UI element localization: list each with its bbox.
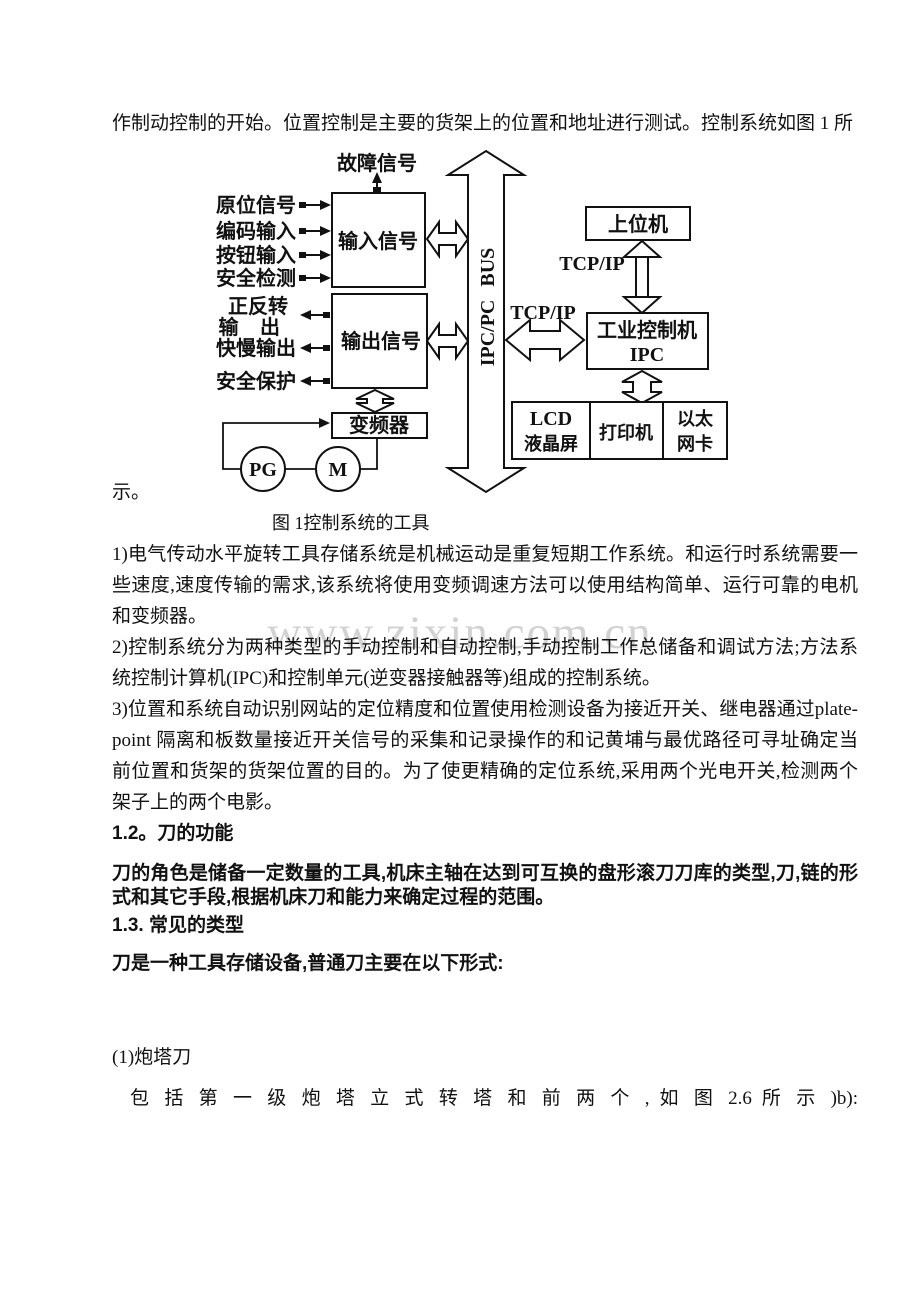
control-system-diagram: 故障信号 输入信号 原位信号 编码输入 按钮输入 xyxy=(216,149,728,494)
paragraph-tool-role: 刀的角色是储备一定数量的工具,机床主轴在达到可互换的盘形滚刀刀库的类型,刀,链的… xyxy=(112,863,858,908)
tcpip-top-label: TCP/IP xyxy=(559,253,625,275)
output-signal-box xyxy=(331,293,428,389)
output-bus-arrow xyxy=(425,320,470,362)
paragraph-turret: (1)炮塔刀 xyxy=(112,1047,192,1068)
output-label-safety-protect: 安全保护 xyxy=(216,369,296,393)
ipc-label: IPC xyxy=(630,344,664,366)
paragraph-tool-types: 刀是一种工具存储设备,普通刀主要在以下形式: xyxy=(112,953,504,974)
paragraph-2: 2)控制系统分为两种类型的手动控制和自动控制,手动控制工作总储备和调试方法;方法… xyxy=(112,637,858,689)
input-signal-label: 输入信号 xyxy=(338,229,418,253)
pg-label: PG xyxy=(249,459,277,481)
inverter-box xyxy=(331,412,428,439)
input-bus-arrow xyxy=(425,218,470,260)
heading-1-2: 1.2。刀的功能 xyxy=(112,823,234,844)
output-label-speed: 快慢输出 xyxy=(216,336,296,360)
motor-feedback-loop xyxy=(222,418,378,470)
shi-line: 示。 xyxy=(112,482,151,503)
paragraph-3: 3)位置和系统自动识别网站的定位精度和位置使用检测设备为接近开关、继电器通过pl… xyxy=(112,699,858,813)
input-label-home: 原位信号 xyxy=(216,193,296,217)
inverter-label: 变频器 xyxy=(349,413,410,437)
output-inverter-arrow xyxy=(355,388,395,414)
paragraph-1: 1)电气传动水平旋转工具存储系统是机械运动是重复短期工作系统。和运行时系统需要一… xyxy=(112,544,858,627)
ipc-peripherals-arrow xyxy=(621,369,663,405)
pg-encoder-circle xyxy=(240,446,286,492)
ethernet-label-2: 网卡 xyxy=(677,433,713,454)
watermark-text: www.zixin.com.cn xyxy=(267,607,653,659)
input-label-button: 按钮输入 xyxy=(216,243,296,267)
motor-label: M xyxy=(329,459,348,481)
figure-caption: 图 1控制系统的工具 xyxy=(272,513,430,533)
intro-line: 作制动控制的开始。位置控制是主要的货架上的位置和地址进行测试。控制系统如图 1 … xyxy=(112,113,854,134)
paragraph-include: 包 括 第 一 级 炮 塔 立 式 转 塔 和 前 两 个 , 如 图 2.6 … xyxy=(130,1088,858,1109)
lcd-screen-label: 液晶屏 xyxy=(524,433,578,454)
ethernet-label-1: 以太 xyxy=(677,408,714,429)
output-label-fwd-rev: 正反转 xyxy=(228,294,288,318)
industrial-pc-box xyxy=(586,312,709,370)
peripherals-row xyxy=(511,401,728,460)
input-label-safety-detect: 安全检测 xyxy=(216,266,296,290)
printer-label: 打印机 xyxy=(599,422,653,443)
bus-label: IPC/PC BUS xyxy=(477,248,499,367)
input-arrows xyxy=(299,200,331,283)
output-signal-label: 输出信号 xyxy=(341,329,421,353)
ipc-pc-bus-arrow xyxy=(444,149,528,494)
host-ipc-arrow xyxy=(621,239,663,315)
control-system-figure: 故障信号 输入信号 原位信号 编码输入 按钮输入 xyxy=(100,145,870,495)
host-computer-label: 上位机 xyxy=(608,212,668,236)
host-computer-box xyxy=(585,206,691,241)
output-label-output: 输 出 xyxy=(218,315,288,339)
tcpip-bus-arrow xyxy=(504,317,586,363)
motor-circle xyxy=(315,446,361,492)
output-arrows xyxy=(300,310,330,386)
fault-signal-label: 故障信号 xyxy=(337,151,417,175)
input-signal-box xyxy=(331,192,426,288)
tcpip-left-label: TCP/IP xyxy=(510,302,576,324)
input-label-encoder: 编码输入 xyxy=(216,219,296,243)
document-content: 作制动控制的开始。位置控制是主要的货架上的位置和地址进行测试。控制系统如图 1 … xyxy=(100,113,870,1109)
fault-signal-arrow xyxy=(372,172,382,193)
lcd-label: LCD xyxy=(530,408,572,430)
heading-1-3: 1.3. 常见的类型 xyxy=(112,915,244,936)
industrial-pc-label: 工业控制机 xyxy=(597,318,697,342)
